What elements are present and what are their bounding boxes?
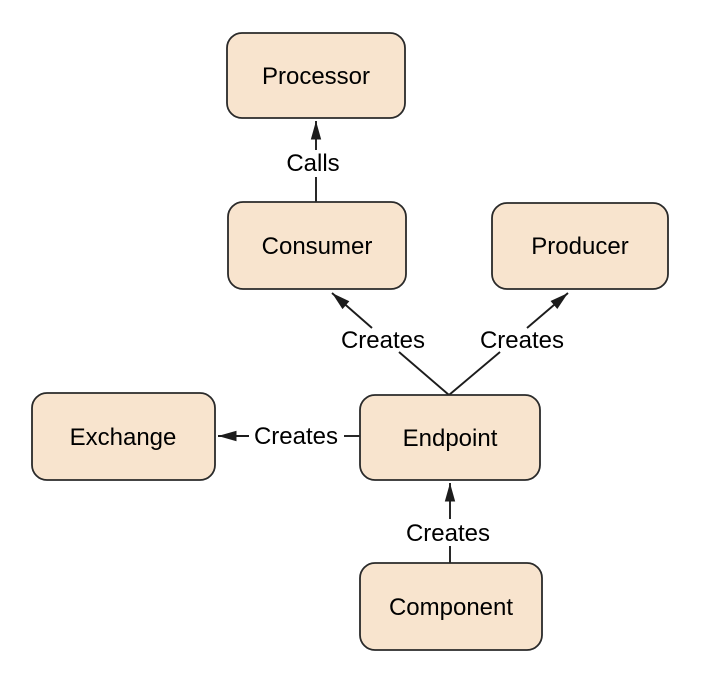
node-exchange: Exchange [31,392,216,481]
node-box [227,201,407,290]
node-label-producer: Producer [531,233,628,260]
edge-label-creates-exchange: Creates [254,423,338,450]
edge-endpoint-creates-consumer: Creates [331,292,450,396]
node-label-exchange: Exchange [70,424,177,451]
edge-endpoint-creates-producer: Creates [448,292,569,396]
node-consumer: Consumer [227,201,407,290]
edge-component-creates-endpoint: Creates [406,483,490,563]
edge-label-creates-consumer: Creates [341,327,425,354]
edge-segment-arrow [526,292,569,329]
node-producer: Producer [491,202,669,290]
edge-label-creates-endpoint: Creates [406,520,490,547]
edge-segment-arrow [331,292,373,329]
node-endpoint: Endpoint [359,394,541,481]
edge-label-calls: Calls [286,150,339,177]
edge-endpoint-creates-exchange: Creates [218,423,360,450]
node-label-processor: Processor [262,63,370,90]
node-label-consumer: Consumer [262,233,373,260]
edge-label-creates-producer: Creates [480,327,564,354]
edge-consumer-calls-processor: Calls [286,121,340,202]
node-box [359,394,541,481]
node-box [226,32,406,119]
node-box [359,562,543,651]
edge-segment [398,351,450,396]
node-processor: Processor [226,32,406,119]
edge-segment [448,351,501,396]
node-box [31,392,216,481]
node-label-endpoint: Endpoint [403,425,498,452]
node-component: Component [359,562,543,651]
node-box [491,202,669,290]
node-label-component: Component [389,594,513,621]
